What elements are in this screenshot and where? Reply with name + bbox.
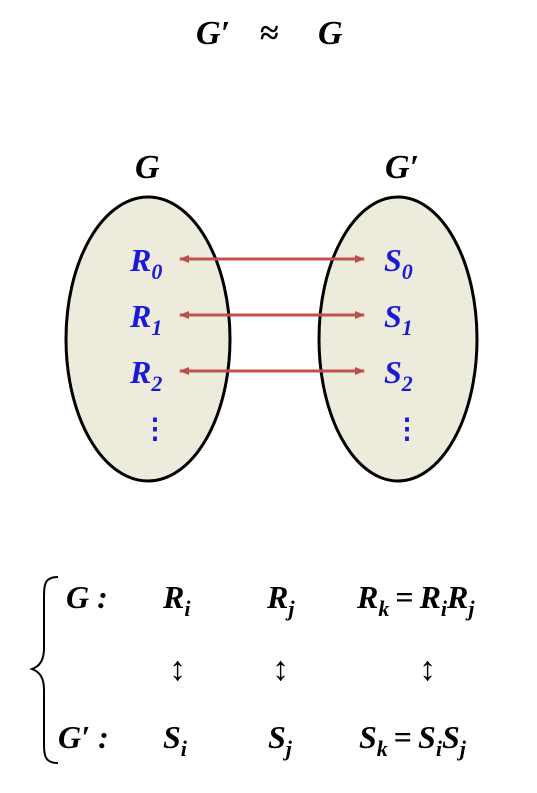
element-s2: S2 <box>384 354 413 396</box>
table-row-g: G : Ri Rj Rk=RiRj <box>66 579 475 621</box>
element-s1: S1 <box>384 298 413 340</box>
row-gprime-sk-eq: Sk=SiSj <box>359 719 467 761</box>
elements-gprime: S0 S1 S2 ⋮ <box>384 242 421 445</box>
row-g-rj: Rj <box>266 579 295 621</box>
title-left: G′ <box>196 15 230 52</box>
element-r0: R0 <box>129 242 162 284</box>
updown-arrow-1: ↕ <box>169 651 186 688</box>
mapping-arrows <box>179 255 365 375</box>
row-g-label: G : <box>66 579 108 615</box>
ellipsis-gprime: ⋮ <box>393 414 421 445</box>
updown-arrow-3: ↕ <box>419 651 436 688</box>
ellipse-g <box>64 195 232 483</box>
row-gprime-sj: Sj <box>268 719 293 761</box>
table-row-arrows: ↕ ↕ ↕ <box>169 651 436 688</box>
elements-g: R0 R1 R2 ⋮ <box>129 242 169 445</box>
element-s0: S0 <box>384 242 413 284</box>
row-gprime-label: G′ : <box>58 719 109 755</box>
element-r2: R2 <box>129 354 162 396</box>
left-brace <box>29 576 59 764</box>
ellipse-gprime <box>317 195 479 483</box>
group-label-gprime: G′ <box>385 149 419 186</box>
title-right: G <box>318 15 343 52</box>
group-label-g: G <box>135 149 160 186</box>
ellipsis-g: ⋮ <box>141 414 169 445</box>
title-approx: ≈ <box>260 15 279 52</box>
title: G′ ≈ G <box>196 15 343 52</box>
row-g-rk-eq: Rk=RiRj <box>356 579 475 621</box>
row-gprime-si: Si <box>163 719 188 761</box>
element-r1: R1 <box>129 298 162 340</box>
table-row-gprime: G′ : Si Sj Sk=SiSj <box>58 719 467 761</box>
updown-arrow-2: ↕ <box>272 651 289 688</box>
row-g-ri: Ri <box>162 579 191 621</box>
